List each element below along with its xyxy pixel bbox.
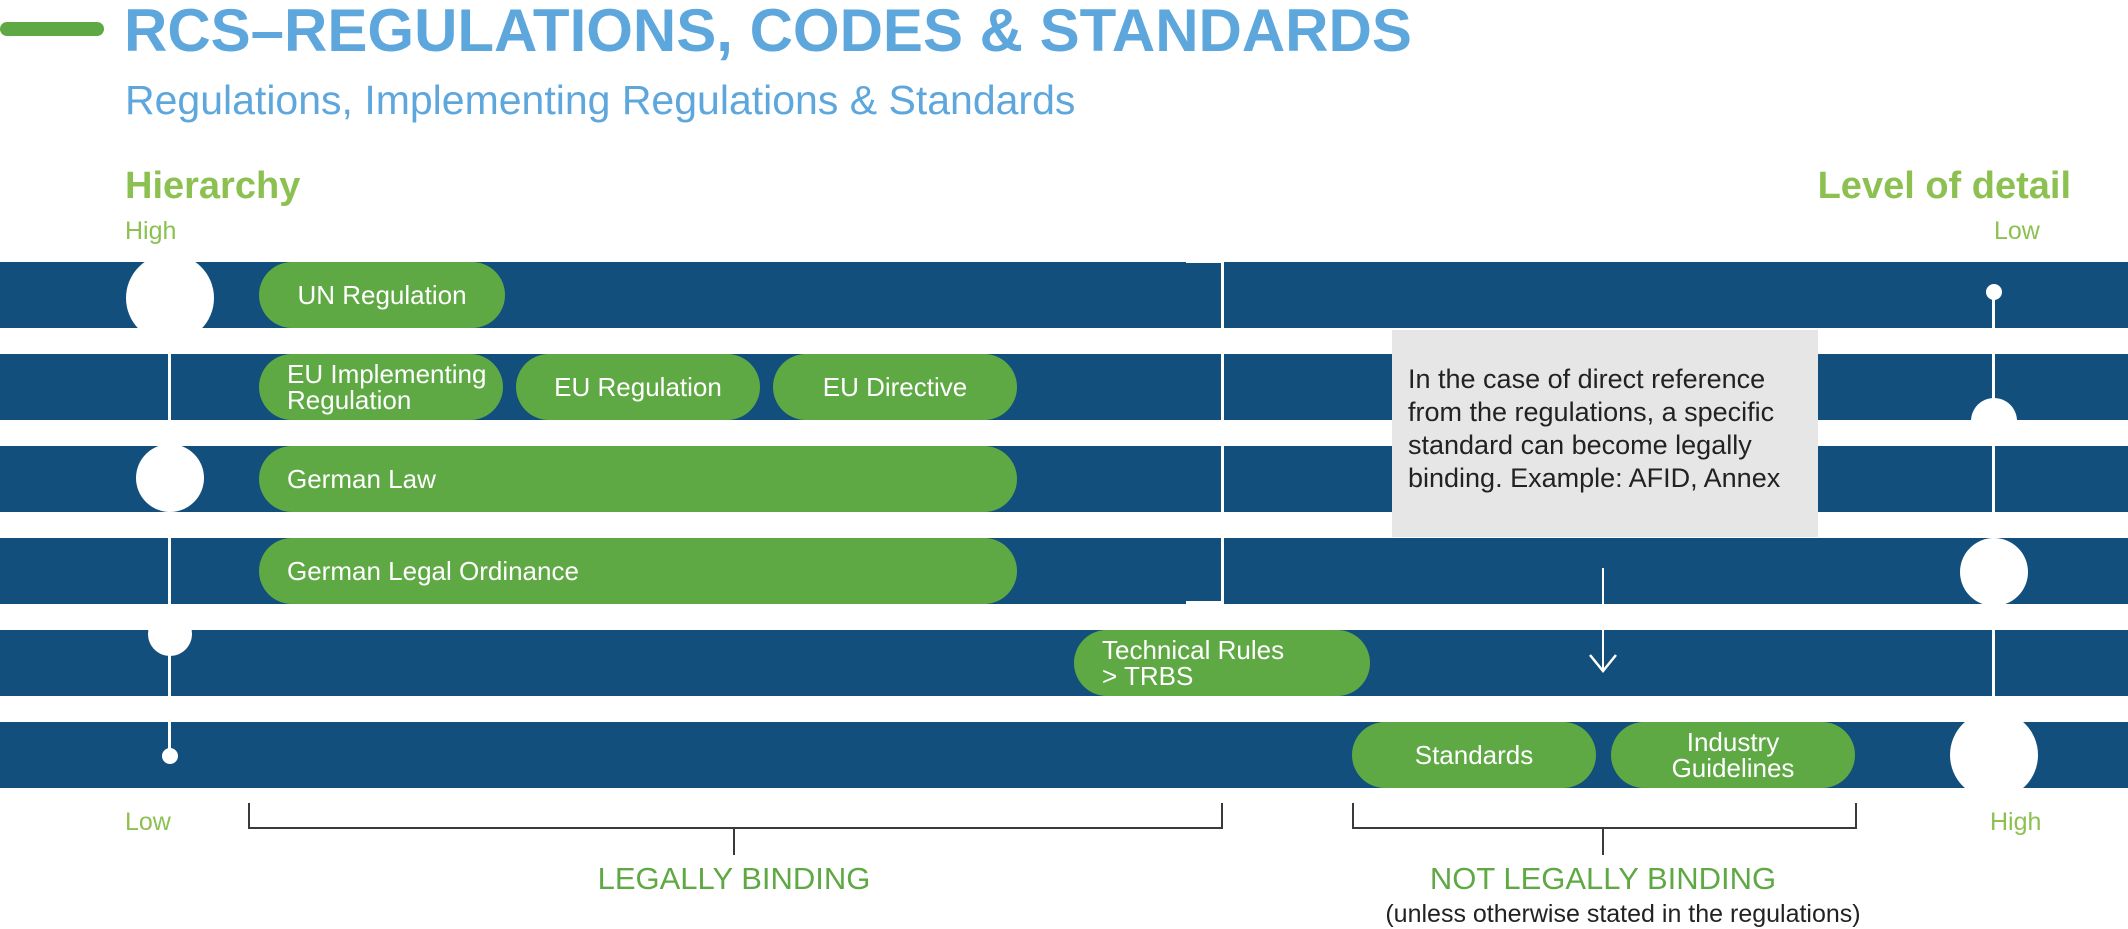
legally-binding-bracket-left-tick [248,803,250,829]
legally-binding-bracket-right-tick [1221,803,1223,829]
pill-german-law: German Law [259,446,1017,512]
detail-dot-medium [1960,538,2028,606]
pill-label: Technical Rules > TRBS [1102,635,1285,691]
pill-eu-implementing-regulation: EU Implementing Regulation [259,354,503,420]
divider-bottom-tick [1186,601,1224,604]
pill-label: EU Directive [822,372,968,402]
note-arrow-shaft [1602,568,1604,671]
pill-eu-regulation: EU Regulation [516,354,760,420]
not-legally-binding-label: NOT LEGALLY BINDING [1429,861,1777,896]
hierarchy-dot-medium [136,444,204,512]
hierarchy-scale-line [168,290,171,756]
title-accent-bar [0,22,104,36]
pill-german-legal-ordinance: German Legal Ordinance [259,538,1017,604]
hierarchy-high-label: High [125,217,177,245]
level-of-detail-title: Level of detail [1817,165,2071,207]
not-legally-binding-bracket-center-tick [1602,827,1604,855]
band-row-5 [0,630,2128,696]
hierarchy-dot-small [148,612,192,656]
legally-binding-label: LEGALLY BINDING [597,861,871,896]
pill-eu-directive: EU Directive [773,354,1017,420]
detail-dot-tiny [1986,284,2002,300]
not-legally-binding-bracket-left-tick [1352,803,1354,829]
pill-label: EU Regulation [554,372,722,402]
detail-scale-line [1992,292,1995,752]
pill-industry-guidelines: Industry Guidelines [1611,722,1855,788]
pill-label: EU Implementing Regulation [287,359,487,415]
pill-un-regulation: UN Regulation [259,262,505,328]
page-subtitle: Regulations, Implementing Regulations & … [125,77,1076,123]
pill-label: German Law [287,464,436,494]
hierarchy-low-label: Low [125,808,171,836]
detail-dot-large [1950,711,2038,799]
pill-standards: Standards [1352,722,1596,788]
detail-low-label: Low [1994,217,2040,245]
hierarchy-dot-tiny [162,748,178,764]
note-arrow-head-icon [1589,654,1617,673]
not-legally-binding-bracket [1352,827,1857,829]
pill-label: Standards [1414,740,1534,770]
not-legally-binding-note: (unless otherwise stated in the regulati… [1385,900,1861,928]
detail-dot-small [1971,398,2017,444]
binding-divider-line [1221,262,1224,602]
legally-binding-bracket [248,827,1223,829]
note-box: In the case of direct reference from the… [1392,330,1818,537]
hierarchy-title: Hierarchy [125,165,301,207]
divider-top-tick [1186,260,1224,263]
hierarchy-dot-large [126,254,214,342]
pill-label: German Legal Ordinance [287,556,579,586]
pill-label: UN Regulation [297,280,467,310]
page-title: RCS–REGULATIONS, CODES & STANDARDS [124,0,1412,64]
pill-technical-rules: Technical Rules > TRBS [1074,630,1370,696]
note-text: In the case of direct reference from the… [1408,364,1781,493]
detail-high-label: High [1990,808,2042,836]
legally-binding-bracket-center-tick [733,827,735,855]
pill-label: Industry Guidelines [1671,727,1795,783]
not-legally-binding-bracket-right-tick [1855,803,1857,829]
